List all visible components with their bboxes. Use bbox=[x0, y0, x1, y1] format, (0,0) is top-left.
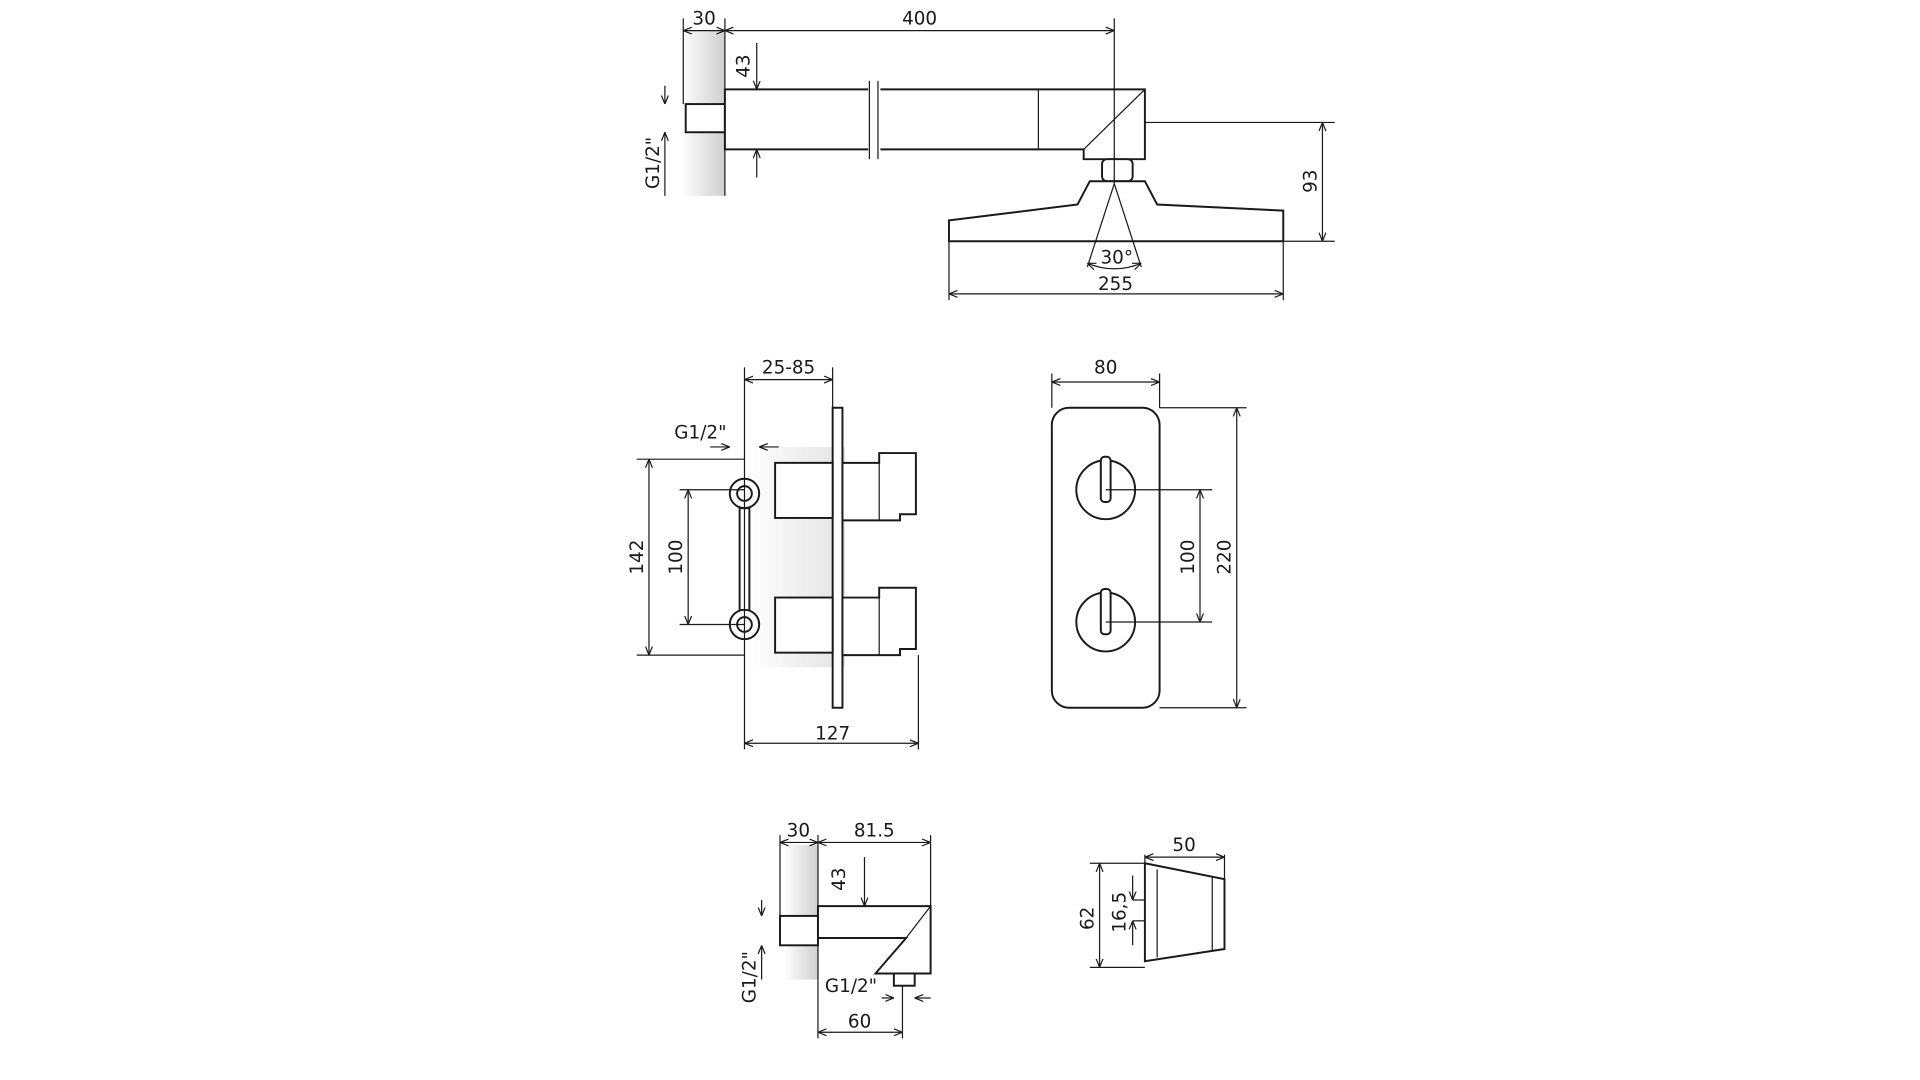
dim-width: 50 bbox=[1172, 835, 1195, 856]
wall-outlet-view: 30 81.5 43 G1/2" G1/2" 60 bbox=[740, 820, 932, 1039]
dim-height: 43 bbox=[733, 54, 754, 77]
dim-head-height: 93 bbox=[1300, 170, 1321, 193]
dim-angle: 30° bbox=[1100, 247, 1133, 268]
dim-outlet: G1/2" bbox=[825, 976, 877, 997]
holder-view: 50 62 16,5 bbox=[1077, 835, 1226, 968]
mixer-front-view: 80 100 220 bbox=[1050, 357, 1247, 709]
dim-thread: G1/2" bbox=[740, 951, 761, 1003]
dim-inner: 100 bbox=[666, 540, 687, 575]
dim-wall: 30 bbox=[692, 8, 715, 29]
dim-spacing: 100 bbox=[1178, 540, 1199, 575]
dim-total: 127 bbox=[815, 724, 850, 745]
dim-width: 80 bbox=[1094, 357, 1117, 378]
dim-thread: G1/2" bbox=[643, 137, 664, 189]
mixer-side-view: 25-85 G1/2" 142 100 127 bbox=[627, 357, 919, 750]
dim-length: 400 bbox=[902, 8, 937, 29]
dim-height: 62 bbox=[1077, 907, 1098, 930]
shower-arm-view: 30 400 43 G1/2" 93 30° 255 bbox=[643, 8, 1335, 300]
dim-depth: 25-85 bbox=[762, 357, 815, 378]
dim-head-width: 255 bbox=[1098, 274, 1133, 295]
dim-thread: G1/2" bbox=[674, 422, 726, 443]
dim-outer: 142 bbox=[627, 540, 648, 575]
dim-length: 81.5 bbox=[854, 820, 895, 841]
dim-holes: 16,5 bbox=[1109, 892, 1130, 933]
dim-wall: 30 bbox=[787, 820, 810, 841]
dim-outlet-pos: 60 bbox=[848, 1011, 871, 1032]
dim-height: 220 bbox=[1215, 540, 1236, 575]
dim-height: 43 bbox=[829, 867, 850, 890]
